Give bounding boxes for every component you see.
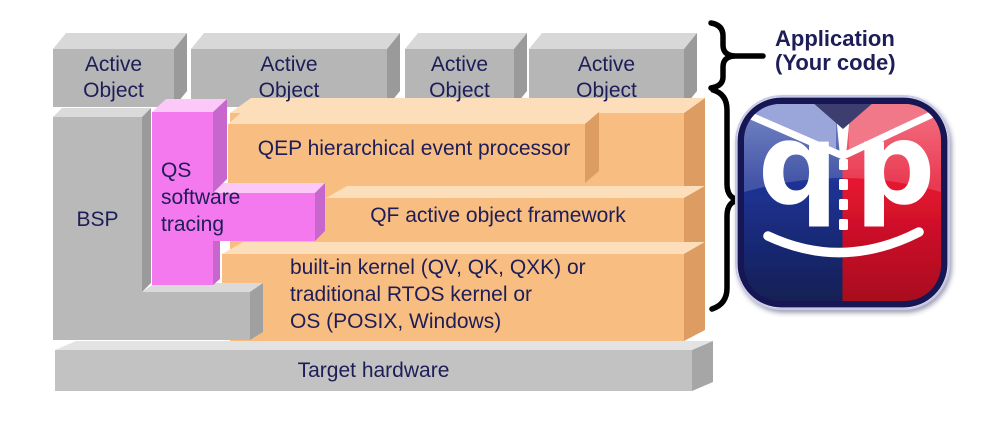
target-hardware-front <box>55 350 692 391</box>
kernel-layer <box>222 242 705 341</box>
active-object-box-1 <box>53 33 187 107</box>
qs-top <box>152 99 227 112</box>
qf-layer-top <box>326 186 705 198</box>
active-object-box-4-front <box>529 49 684 107</box>
qs-tracing-block <box>152 99 325 285</box>
bsp-step-top <box>142 283 263 292</box>
bsp-front <box>53 117 250 340</box>
active-object-box-1-top <box>53 33 187 49</box>
qs-side <box>213 99 227 193</box>
qf-layer-side <box>684 186 705 240</box>
qs-lower-side <box>213 235 220 285</box>
active-object-box-3 <box>405 33 527 107</box>
active-object-box-4 <box>529 33 697 107</box>
qs-wide-top <box>213 183 325 193</box>
qs-front <box>152 112 315 285</box>
active-object-box-1-side <box>174 33 187 107</box>
active-object-box-1-front <box>53 49 174 107</box>
active-object-box-2-top <box>191 33 400 49</box>
qp-logo-smile <box>763 227 924 258</box>
target-hardware-box <box>55 341 713 391</box>
application-brace <box>708 20 737 91</box>
bsp-top <box>53 108 151 117</box>
active-object-box-3-side <box>514 33 527 107</box>
kernel-layer-side <box>684 242 705 341</box>
active-object-box-4-top <box>529 33 697 49</box>
target-hardware-top <box>55 341 713 350</box>
kernel-layer-top <box>222 242 705 254</box>
active-object-box-2 <box>191 33 400 107</box>
qf-layer-front <box>326 198 684 240</box>
kernel-layer-front <box>222 254 684 341</box>
bsp-block <box>53 108 263 340</box>
qp-logo: q p <box>735 95 950 310</box>
qf-layer <box>326 186 705 240</box>
qp-logo-gloss <box>744 104 941 192</box>
active-object-box-4-side <box>684 33 697 107</box>
active-object-box-2-front <box>191 49 387 107</box>
qep-layer <box>228 112 599 183</box>
active-object-box-3-front <box>405 49 514 107</box>
active-object-box-2-side <box>387 33 400 107</box>
qep-layer-side <box>585 112 599 183</box>
target-hardware-side <box>692 341 713 391</box>
bsp-side <box>142 108 151 292</box>
qep-layer-top <box>228 112 599 124</box>
qs-wide-side <box>315 183 325 241</box>
active-object-box-3-top <box>405 33 527 49</box>
bsp-step-side <box>250 283 263 340</box>
framework-slab-top <box>230 98 705 113</box>
qep-layer-front <box>228 124 585 183</box>
